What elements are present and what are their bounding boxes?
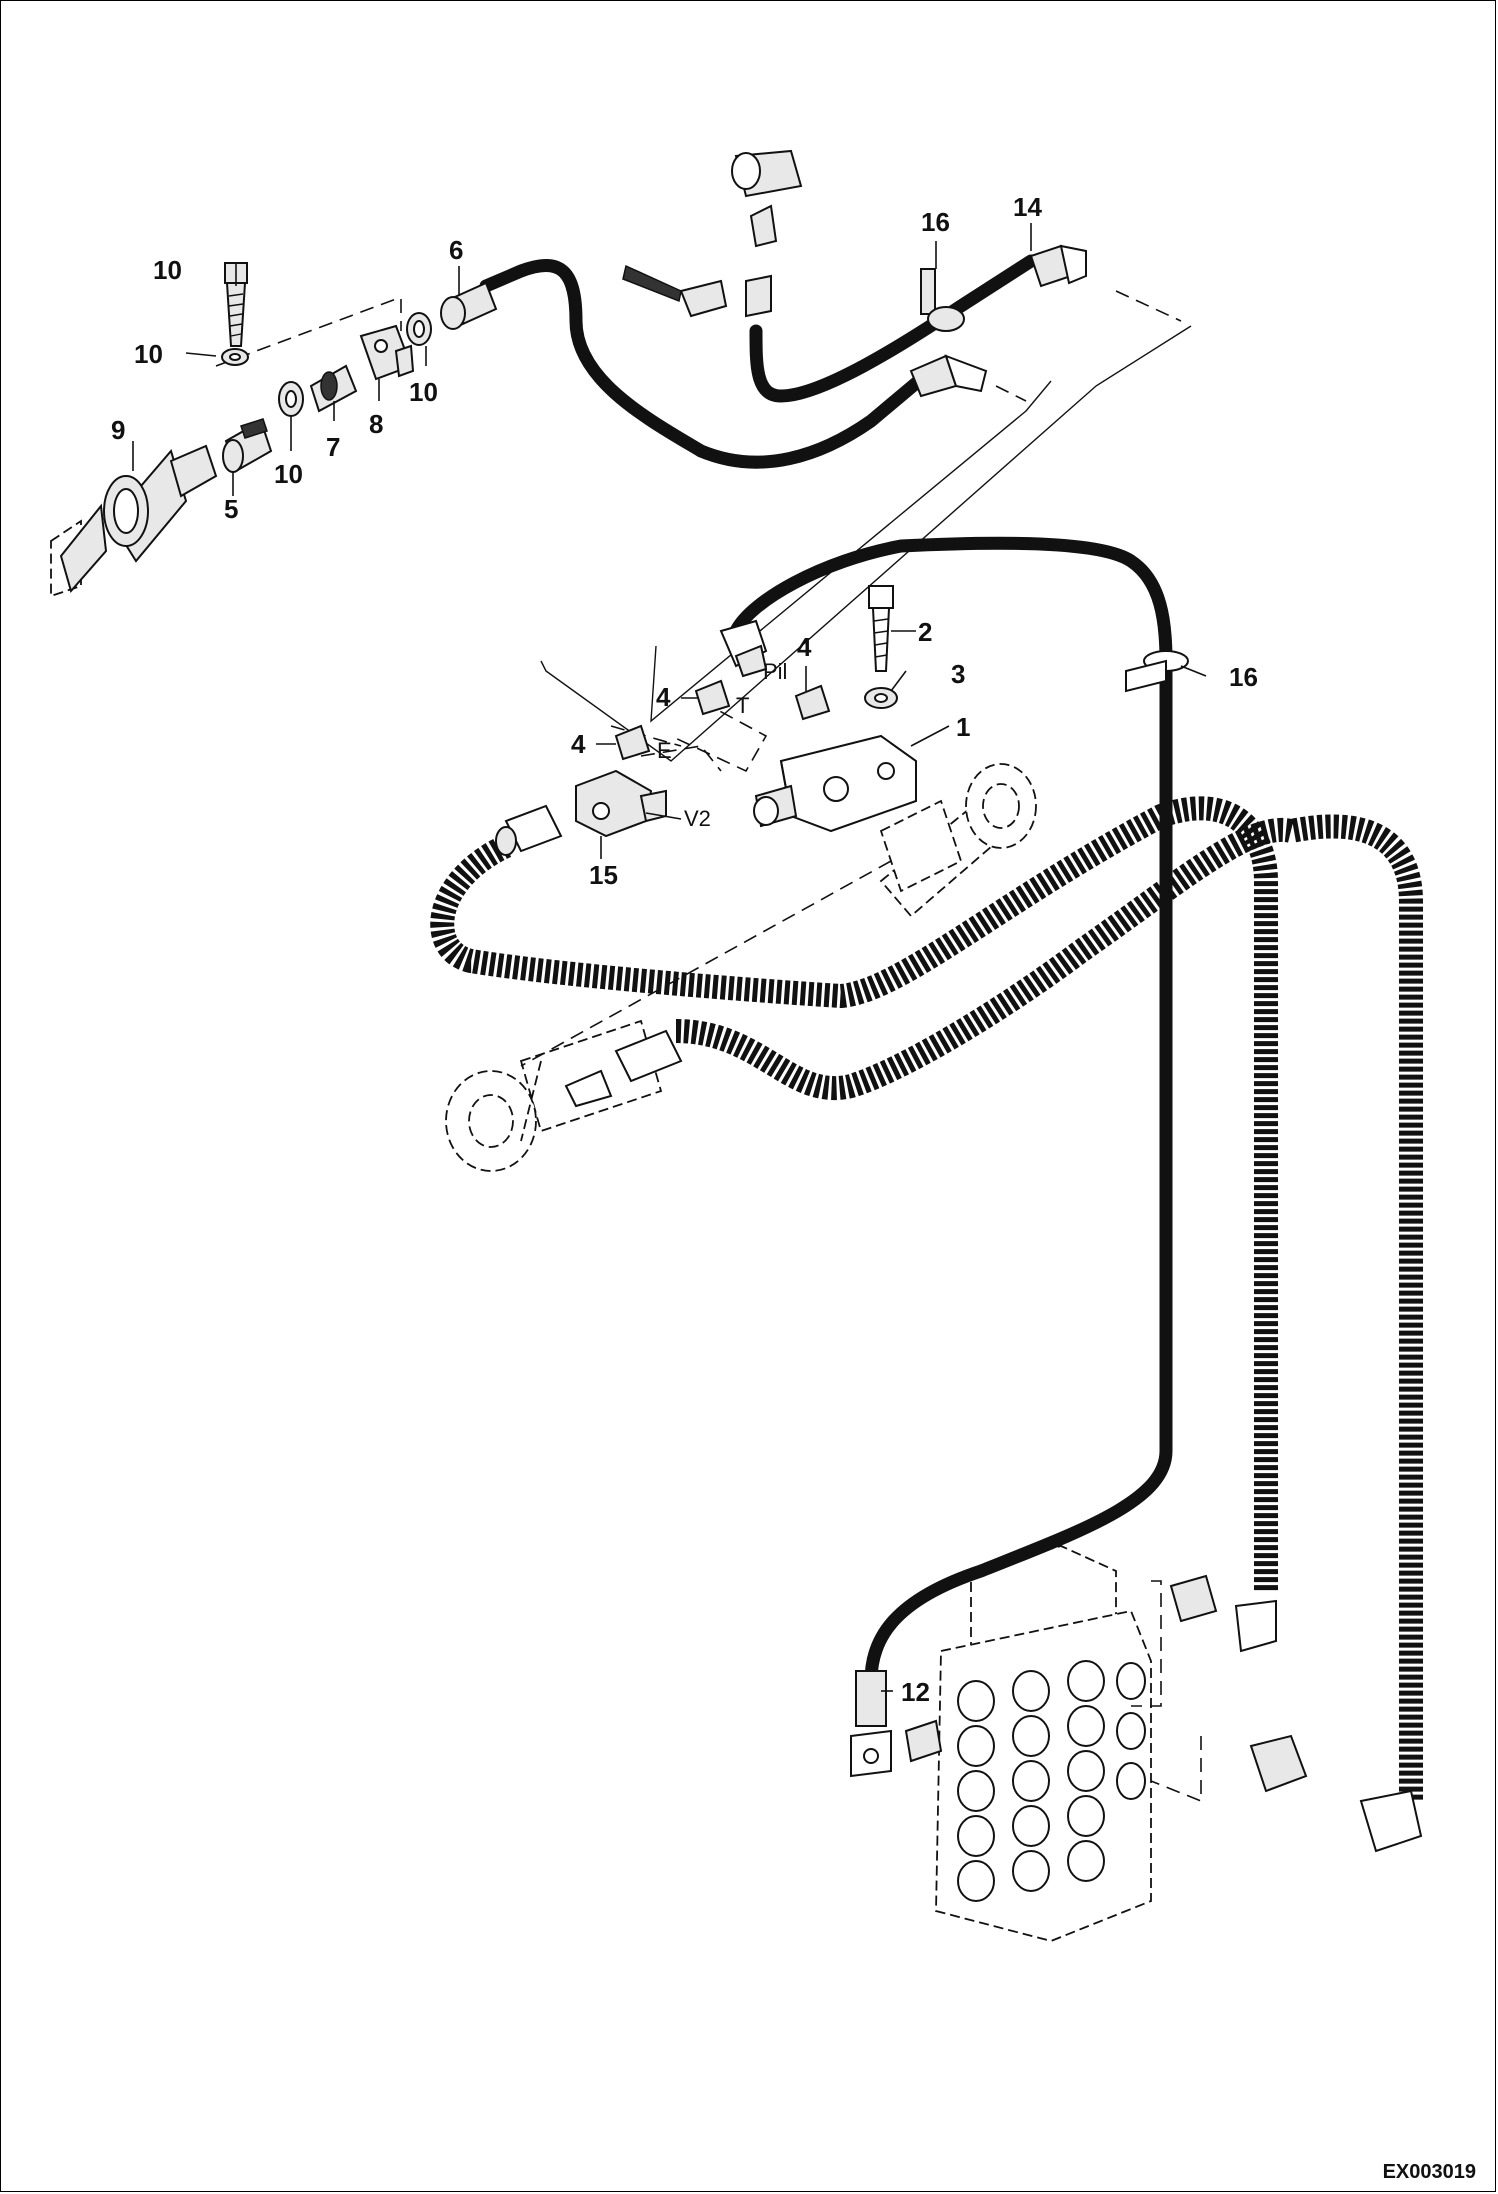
- callout-2: 2: [918, 617, 932, 647]
- cylinder-centerline: [520, 860, 892, 1067]
- washer-10-lower: [278, 381, 304, 417]
- callout-7: 7: [326, 432, 340, 462]
- boom-cylinder-upper: [879, 763, 1037, 918]
- washer-12: [221, 348, 249, 366]
- clamp-16-center: [1125, 650, 1189, 693]
- callout-labels: 10 10 9 5 10 7 8 10 6 16 14 2 3 1 4 4 4 …: [111, 192, 1258, 1707]
- callout-8: 8: [369, 409, 383, 439]
- hoses: [479, 254, 1173, 1688]
- callout-16-upper: 16: [921, 207, 950, 237]
- control-valve-block: [935, 1545, 1152, 1942]
- leader-lines: [132, 223, 1207, 1692]
- washer-10-upper: [406, 312, 432, 346]
- bracket-8: [359, 324, 415, 381]
- tee-assembly-upper: [622, 149, 803, 318]
- routing-lines: [215, 290, 1202, 1803]
- armored-hoses: [430, 796, 1423, 1801]
- fitting-5: [222, 418, 273, 473]
- washer-3: [864, 687, 898, 709]
- callout-4-pil: 4: [797, 632, 812, 662]
- port-labels: Pil T E V2: [657, 659, 787, 831]
- callout-10-upper: 10: [409, 377, 438, 407]
- callout-11: 10: [153, 255, 182, 285]
- fitting-6: [440, 281, 498, 330]
- callout-14: 14: [1013, 192, 1042, 222]
- fitting-valve-right-lower: [1249, 1734, 1423, 1853]
- boom-cylinder-lower: [445, 1019, 663, 1172]
- port-v2: V2: [684, 806, 711, 831]
- elbow-pil: [719, 619, 768, 678]
- clamp-16-upper: [920, 268, 965, 332]
- fitting-lower-cylinder: [564, 1029, 683, 1108]
- port-e: E: [657, 738, 672, 763]
- fitting-4-t: [694, 679, 731, 716]
- block-15: [575, 769, 667, 838]
- callout-15: 15: [589, 860, 618, 890]
- valve-1: [753, 734, 917, 833]
- callout-4-e: 4: [571, 729, 586, 759]
- bolt-2: [868, 585, 894, 672]
- figure-id: EX003019: [1383, 2161, 1476, 2183]
- elbow-upper-right: [909, 354, 988, 398]
- callout-16-center: 16: [1229, 662, 1258, 692]
- fitting-valve-right-upper: [1169, 1574, 1277, 1653]
- fitting-7: [309, 364, 358, 413]
- fitting-9: [59, 444, 218, 594]
- callout-13: 12: [901, 1677, 930, 1707]
- fitting-14: [1029, 244, 1087, 288]
- callout-5: 5: [224, 494, 238, 524]
- fitting-4-pil: [794, 684, 831, 721]
- callout-4-t: 4: [656, 682, 671, 712]
- callout-1: 1: [956, 712, 970, 742]
- port-t: T: [736, 693, 749, 718]
- callout-9: 9: [111, 415, 125, 445]
- callout-12: 10: [134, 339, 163, 369]
- callout-6: 6: [449, 235, 463, 265]
- fitting-13: [850, 1670, 943, 1778]
- fitting-4-e: [614, 724, 651, 761]
- fitting-armored-hose-end: [495, 804, 563, 856]
- callout-3: 3: [951, 659, 965, 689]
- port-pil: Pil: [763, 659, 787, 684]
- callout-10-lower: 10: [274, 459, 303, 489]
